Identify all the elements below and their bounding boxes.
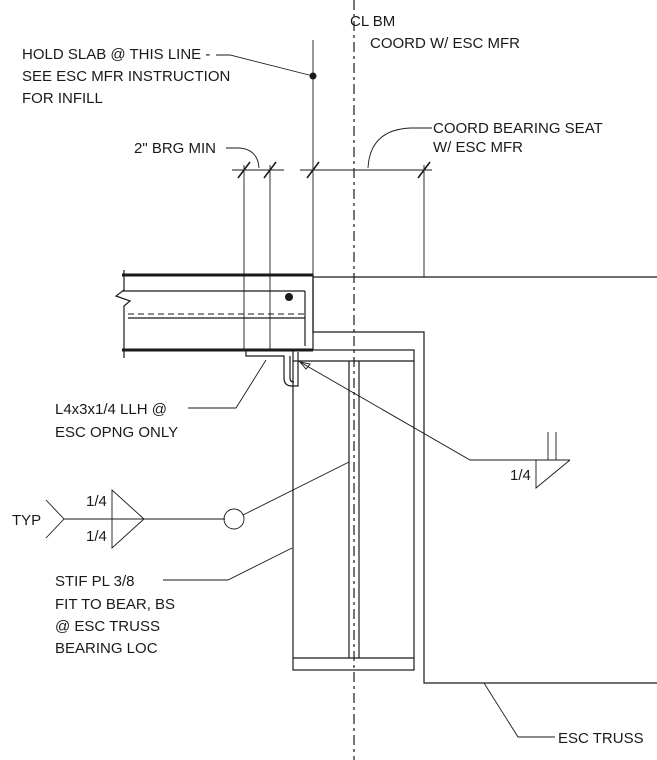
- note-coord-bearing-line2: W/ ESC MFR: [433, 139, 523, 156]
- note-weld-bottom: 1/4: [86, 528, 107, 545]
- steel-beam: [292, 349, 415, 671]
- note-weld-right: 1/4: [510, 467, 531, 484]
- note-coord-esc-mfr: COORD W/ ESC MFR: [370, 35, 520, 52]
- note-hold-slab-line3: FOR INFILL: [22, 90, 103, 107]
- note-stif-line1: STIF PL 3/8: [55, 573, 134, 590]
- note-hold-slab-line1: HOLD SLAB @ THIS LINE -: [22, 46, 210, 63]
- note-typ: TYP: [12, 512, 41, 529]
- note-esc-truss: ESC TRUSS: [558, 730, 644, 747]
- dimension-lines: [232, 40, 432, 350]
- note-cl-bm: CL BM: [350, 13, 395, 30]
- leaders: [45, 54, 571, 738]
- reinforcing-bar-dot: [285, 293, 293, 301]
- note-stif-line4: BEARING LOC: [55, 640, 158, 657]
- note-coord-bearing-line1: COORD BEARING SEAT: [433, 120, 603, 137]
- note-weld-top: 1/4: [86, 493, 107, 510]
- slab-section: [114, 270, 314, 358]
- note-brg-min: 2" BRG MIN: [134, 140, 216, 157]
- note-stif-line3: @ ESC TRUSS: [55, 618, 160, 635]
- note-angle-line1: L4x3x1/4 LLH @: [55, 401, 167, 418]
- note-angle-line2: ESC OPNG ONLY: [55, 424, 178, 441]
- annotations: CL BM COORD W/ ESC MFR HOLD SLAB @ THIS …: [12, 13, 644, 747]
- angle-l4x3: [245, 350, 299, 387]
- esc-truss-outline: [312, 276, 657, 684]
- note-stif-line2: FIT TO BEAR, BS: [55, 596, 175, 613]
- note-hold-slab-line2: SEE ESC MFR INSTRUCTION: [22, 68, 230, 85]
